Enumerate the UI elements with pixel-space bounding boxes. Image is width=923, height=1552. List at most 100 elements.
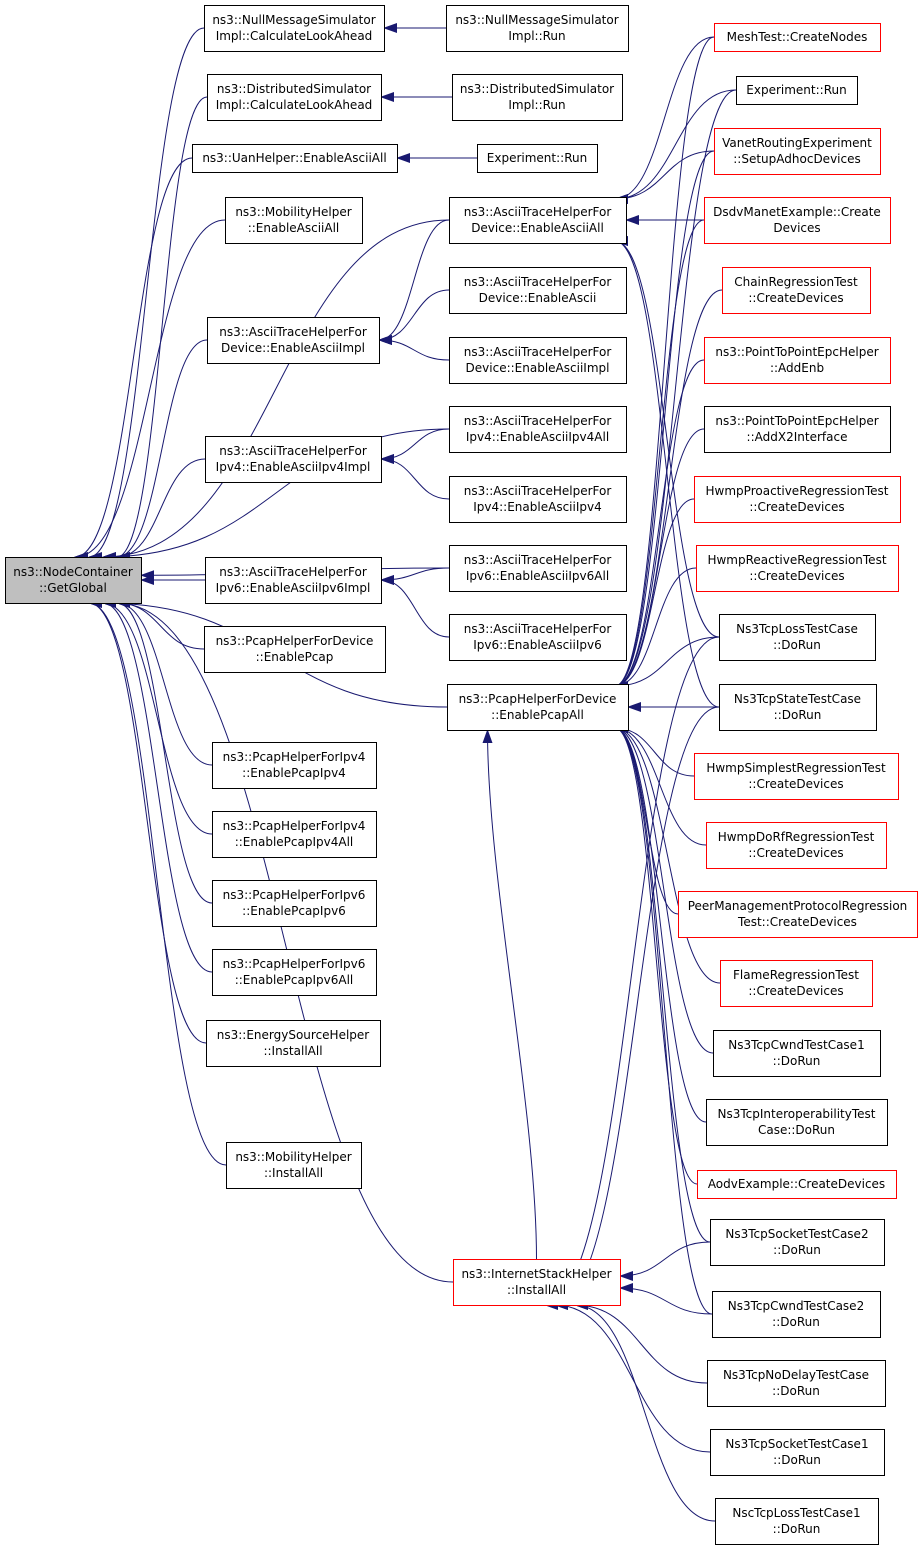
node-box (712, 1291, 881, 1338)
node-ish[interactable]: ns3::InternetStackHelper::InstallAll (453, 1259, 621, 1306)
call-edge-sock1-to-ish (554, 1300, 711, 1453)
node-p2p_enb[interactable]: ns3::PointToPointEpcHelper::AddEnb (704, 337, 891, 384)
node-box (719, 614, 876, 661)
call-edge-p2p_enb-to-phd_all (614, 359, 705, 691)
node-label-line: Ns3TcpNoDelayTestCase (723, 1368, 869, 1382)
node-phd_pcap[interactable]: ns3::PcapHelperForDevice::EnablePcap (204, 626, 386, 673)
node-atd_all[interactable]: ns3::AsciiTraceHelperForDevice::EnableAs… (449, 197, 627, 244)
node-label-line: ns3::MobilityHelper (235, 205, 351, 219)
node-hwmp_simple[interactable]: HwmpSimplestRegressionTest::CreateDevice… (694, 753, 899, 800)
node-label-line: Impl::Run (508, 29, 565, 43)
node-label-line: Device::EnableAsciiAll (471, 221, 604, 235)
node-peer[interactable]: PeerManagementProtocolRegressionTest::Cr… (678, 891, 918, 938)
call-edge-p2p_x2-to-phd_all (614, 428, 705, 691)
node-box (212, 742, 377, 789)
node-cwnd2[interactable]: Ns3TcpCwndTestCase2::DoRun (712, 1291, 881, 1338)
node-label-line: Ns3TcpLossTestCase (736, 622, 858, 636)
node-uan_enable[interactable]: ns3::UanHelper::EnableAsciiAll (192, 144, 398, 173)
call-edge-exp_run_r-to-atd_all (614, 89, 737, 204)
node-at6_all[interactable]: ns3::AsciiTraceHelperForIpv6::EnableAsci… (449, 545, 627, 592)
node-label-line: MeshTest::CreateNodes (727, 30, 868, 44)
node-label-line: ns3::PcapHelperForDevice (459, 692, 617, 706)
node-atd_impl[interactable]: ns3::AsciiTraceHelperForDevice::EnableAs… (207, 317, 380, 364)
node-label-line: HwmpSimplestRegressionTest (706, 761, 886, 775)
node-box (5, 557, 142, 604)
call-edge-cwnd2-to-phd_all (614, 723, 713, 1315)
node-tcp_loss[interactable]: Ns3TcpLossTestCase::DoRun (719, 614, 876, 661)
node-atd_impl_r[interactable]: ns3::AsciiTraceHelperForDevice::EnableAs… (449, 337, 627, 384)
node-hwmp_re[interactable]: HwmpReactiveRegressionTest::CreateDevice… (696, 545, 899, 592)
node-mob_enable[interactable]: ns3::MobilityHelper::EnableAsciiAll (225, 197, 363, 244)
node-atd_ascii[interactable]: ns3::AsciiTraceHelperForDevice::EnableAs… (449, 267, 627, 314)
node-ph4[interactable]: ns3::PcapHelperForIpv4::EnablePcapIpv4 (212, 742, 377, 789)
node-at4_one[interactable]: ns3::AsciiTraceHelperForIpv4::EnableAsci… (449, 476, 627, 523)
node-aodv[interactable]: AodvExample::CreateDevices (697, 1170, 897, 1199)
node-label-line: Impl::CalculateLookAhead (216, 29, 373, 43)
node-box (207, 317, 380, 364)
call-edge-hwmp_re-to-phd_all (614, 567, 697, 691)
node-label-line: ::DoRun (773, 638, 821, 652)
node-flame[interactable]: FlameRegressionTest::CreateDevices (720, 960, 873, 1007)
node-label-line: HwmpDoRfRegressionTest (718, 830, 875, 844)
call-edge-exp_run_r-to-phd_all (614, 89, 737, 691)
node-mob_install[interactable]: ns3::MobilityHelper::InstallAll (226, 1142, 362, 1189)
node-nsc[interactable]: NscTcpLossTestCase1::DoRun (715, 1498, 879, 1545)
node-box (225, 197, 363, 244)
node-label-line: ::AddX2Interface (747, 430, 848, 444)
node-at6_impl[interactable]: ns3::AsciiTraceHelperForIpv6::EnableAsci… (205, 557, 382, 604)
node-box (446, 5, 629, 52)
node-box (715, 1498, 879, 1545)
node-box (722, 267, 871, 314)
node-label-line: ::AddEnb (770, 361, 824, 375)
node-box (449, 614, 627, 661)
node-at4_all[interactable]: ns3::AsciiTraceHelperForIpv4::EnableAsci… (449, 406, 627, 453)
call-edge-sock2-to-phd_all (614, 723, 711, 1243)
node-p2p_x2[interactable]: ns3::PointToPointEpcHelper::AddX2Interfa… (704, 406, 891, 453)
node-exp_run_r[interactable]: Experiment::Run (736, 76, 858, 105)
node-nullmsg_cla[interactable]: ns3::NullMessageSimulatorImpl::Calculate… (204, 5, 385, 52)
node-hwmp_dorf[interactable]: HwmpDoRfRegressionTest::CreateDevices (706, 822, 887, 869)
node-sock2[interactable]: Ns3TcpSocketTestCase2::DoRun (710, 1219, 885, 1266)
node-box (453, 1259, 621, 1306)
node-ph6_all[interactable]: ns3::PcapHelperForIpv6::EnablePcapIpv6Al… (212, 949, 377, 996)
call-edge-peer-to-phd_all (614, 723, 679, 915)
node-at6_one[interactable]: ns3::AsciiTraceHelperForIpv6::EnableAsci… (449, 614, 627, 661)
node-ph6[interactable]: ns3::PcapHelperForIpv6::EnablePcapIpv6 (212, 880, 377, 927)
node-label-line: ::InstallAll (264, 1166, 323, 1180)
node-box (704, 406, 891, 453)
node-tcp_state[interactable]: Ns3TcpStateTestCase::DoRun (719, 684, 877, 731)
node-label-line: ns3::DistributedSimulator (460, 82, 614, 96)
node-label-line: ns3::NodeContainer (13, 565, 133, 579)
node-sock1[interactable]: Ns3TcpSocketTestCase1::DoRun (710, 1429, 885, 1476)
node-label-line: Device::EnableAsciiImpl (466, 361, 610, 375)
node-label-line: ns3::NullMessageSimulator (455, 13, 618, 27)
node-label-line: ns3::PointToPointEpcHelper (715, 414, 878, 428)
node-at4_impl[interactable]: ns3::AsciiTraceHelperForIpv4::EnableAsci… (205, 436, 382, 483)
node-ph4_all[interactable]: ns3::PcapHelperForIpv4::EnablePcapIpv4Al… (212, 811, 377, 858)
node-dsdv[interactable]: DsdvManetExample::CreateDevices (704, 197, 891, 244)
node-root[interactable]: ns3::NodeContainer::GetGlobal (5, 557, 142, 604)
node-nodelay[interactable]: Ns3TcpNoDelayTestCase::DoRun (707, 1360, 886, 1407)
node-vanet[interactable]: VanetRoutingExperiment::SetupAdhocDevice… (714, 128, 881, 175)
node-box (719, 684, 877, 731)
node-mesh[interactable]: MeshTest::CreateNodes (714, 23, 881, 52)
node-phd_all[interactable]: ns3::PcapHelperForDevice::EnablePcapAll (447, 684, 629, 731)
node-box (449, 197, 627, 244)
node-label-line: VanetRoutingExperiment (722, 136, 872, 150)
call-edge-at4_all-to-at4_impl (380, 428, 450, 464)
node-dist_cla[interactable]: ns3::DistributedSimulatorImpl::Calculate… (207, 74, 382, 121)
node-chain[interactable]: ChainRegressionTest::CreateDevices (722, 267, 871, 314)
node-cwnd1[interactable]: Ns3TcpCwndTestCase1::DoRun (713, 1030, 881, 1077)
node-hwmp_pro[interactable]: HwmpProactiveRegressionTest::CreateDevic… (694, 476, 901, 523)
node-label-line: Ipv6::EnableAsciiIpv6All (466, 569, 609, 583)
node-label-line: Devices (773, 221, 820, 235)
node-label-line: Ipv6::EnableAsciiIpv6 (473, 638, 601, 652)
node-label-line: ::EnablePcapIpv6 (242, 904, 346, 918)
node-energy[interactable]: ns3::EnergySourceHelper::InstallAll (206, 1020, 381, 1067)
node-exp_run_mid[interactable]: Experiment::Run (477, 144, 598, 173)
node-box (449, 406, 627, 453)
